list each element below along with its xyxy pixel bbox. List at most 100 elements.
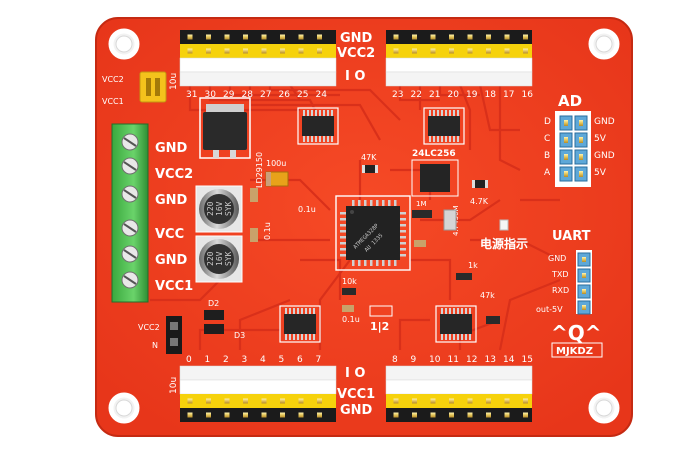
header-pin (430, 34, 436, 40)
diodes: D2 D3 1|2 (204, 299, 393, 340)
pin-number: 12 (466, 355, 477, 365)
mounting-holes (108, 28, 620, 424)
ad-header: AD D C B A GND 5V GND 5V (544, 92, 615, 187)
header-pin (206, 48, 211, 54)
header-pin (317, 48, 322, 54)
header-pin (430, 398, 436, 404)
header-pin (449, 48, 454, 54)
electrolytic-capacitor-2: 220 16V SYK (195, 235, 243, 283)
pin-number: 7 (316, 355, 322, 365)
pin-number: 0 (186, 355, 192, 365)
bottom-gnd-label: GND (340, 403, 373, 418)
header-pin (317, 34, 322, 40)
pin-number: 8 (392, 355, 398, 365)
header-pin (187, 412, 193, 418)
header-pin (243, 34, 248, 40)
header-pin (486, 34, 491, 40)
svg-text:1|2: 1|2 (370, 320, 389, 333)
header-pin (467, 34, 473, 40)
header-pin (467, 398, 473, 404)
svg-text:47K: 47K (361, 153, 377, 162)
pin-number: 9 (411, 355, 417, 365)
pin-number: 4 (260, 355, 266, 365)
header-pin (280, 412, 285, 418)
svg-text:47k: 47k (480, 291, 495, 300)
header-pin (224, 48, 230, 54)
svg-text:GND: GND (594, 151, 615, 161)
microcontroller: ATMEGA328P AU 1335 (335, 195, 411, 271)
svg-text:RXD: RXD (552, 286, 569, 295)
svg-text:5V: 5V (594, 168, 607, 178)
tssop-chip (279, 305, 321, 343)
pin-number: 28 (242, 90, 254, 100)
header-pin (224, 34, 230, 40)
terminal-label: GND (155, 193, 188, 208)
svg-text:0.1u: 0.1u (263, 222, 272, 240)
pin-number: 31 (186, 90, 197, 100)
header-pin (261, 412, 267, 418)
pin-number: 25 (297, 90, 308, 100)
pin-number: 13 (485, 355, 496, 365)
header-pin (504, 398, 510, 404)
top-io-label: I O (345, 69, 365, 84)
svg-text:SYK: SYK (224, 251, 233, 266)
header-pin (412, 34, 417, 40)
bottom-side-label: 10u (169, 377, 179, 394)
header-pin (280, 398, 285, 404)
header-pin (504, 412, 510, 418)
svg-text:GND: GND (594, 117, 615, 127)
pin-number: 2 (223, 355, 229, 365)
svg-text:VCC2: VCC2 (138, 323, 160, 332)
svg-text:1k: 1k (468, 261, 478, 270)
header-pin (523, 398, 528, 404)
header-pin (261, 34, 267, 40)
tssop-chip (297, 107, 339, 145)
header-pin (243, 48, 248, 54)
header-pin (298, 34, 304, 40)
header-pin (206, 412, 211, 418)
header-pin (449, 412, 454, 418)
header-pin (261, 398, 267, 404)
pin-number: 19 (466, 90, 478, 100)
header-pin (504, 34, 510, 40)
pin-number: 21 (429, 90, 440, 100)
terminal-label: GND (155, 253, 188, 268)
header-pin (393, 34, 399, 40)
header-pin (449, 34, 454, 40)
pin-number: 1 (205, 355, 211, 365)
pin-number: 14 (503, 355, 515, 365)
header-pin (298, 398, 304, 404)
terminal-label: VCC1 (155, 279, 193, 294)
svg-text:B: B (544, 151, 550, 161)
jumper-vcc2-label: VCC2 (102, 75, 124, 84)
regulator-label: LD29150 (255, 152, 264, 188)
jumper-vcc1-label: VCC1 (102, 97, 124, 106)
svg-text:16V: 16V (215, 251, 224, 266)
header-pin (187, 398, 193, 404)
top-vcc2-label: VCC2 (337, 46, 375, 61)
small-parts: 47K 4.7K 1M 4.7456M 10k 0.1u 1k 47k (342, 153, 509, 324)
eeprom-chip: 24LC256 (411, 149, 459, 197)
header-pin (523, 48, 528, 54)
pin-number: 16 (522, 90, 534, 100)
electrolytic-capacitor-1: 220 16V SYK (195, 185, 243, 233)
header-pin (467, 412, 473, 418)
svg-text:4.7K: 4.7K (470, 197, 489, 206)
logo-name: MJKDZ (556, 346, 593, 357)
top-header (179, 30, 533, 87)
header-pin (317, 412, 322, 418)
bottom-header (179, 365, 533, 422)
power-indicator-label: 电源指示 (480, 236, 528, 251)
header-pin (224, 398, 230, 404)
pin-number: 3 (242, 355, 248, 365)
pin-number: 10 (429, 355, 441, 365)
header-pin (467, 48, 473, 54)
svg-text:D2: D2 (208, 299, 219, 308)
header-pin (243, 398, 248, 404)
svg-text:1M: 1M (416, 200, 427, 208)
tantalum-capacitor: 100u (265, 159, 289, 187)
header-pin (430, 412, 436, 418)
